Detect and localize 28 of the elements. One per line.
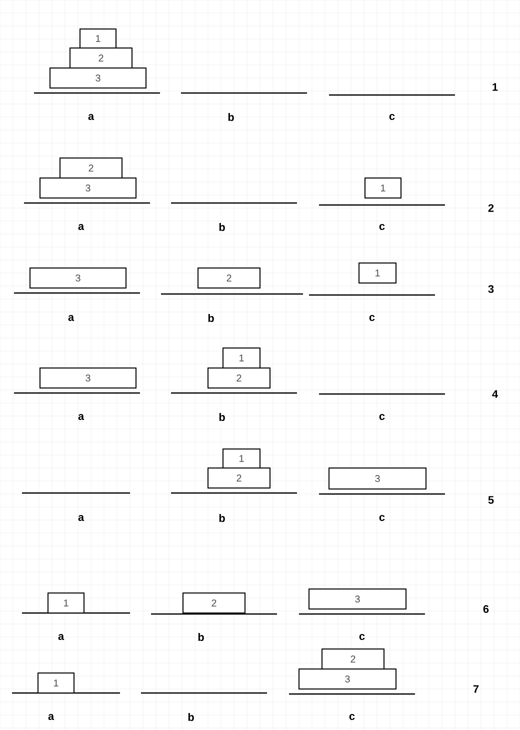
step-number: 7	[473, 685, 479, 693]
peg-label: b	[228, 112, 234, 122]
peg-label: c	[379, 224, 385, 230]
peg-label: c	[389, 114, 395, 120]
peg-label: b	[219, 222, 225, 232]
step-number: 3	[488, 285, 494, 293]
step-number: 5	[488, 496, 494, 504]
peg-label: a	[58, 634, 64, 640]
peg-label: a	[88, 114, 94, 120]
peg-label: a	[48, 714, 54, 720]
peg-label: a	[78, 414, 84, 420]
peg-label: c	[379, 414, 385, 420]
step-number: 2	[488, 204, 494, 212]
peg-label: b	[208, 314, 214, 322]
peg-label: a	[78, 515, 84, 521]
peg-label: b	[188, 712, 194, 722]
step-number: 1	[492, 83, 498, 91]
peg-label: c	[349, 714, 355, 720]
step-number: 6	[483, 605, 489, 613]
peg-label: b	[198, 632, 204, 642]
peg-label: a	[78, 224, 84, 230]
peg-label: c	[379, 515, 385, 521]
peg-label: c	[369, 315, 375, 321]
peg-label: b	[219, 412, 225, 422]
peg-label: c	[359, 634, 365, 640]
peg-label: a	[68, 315, 74, 321]
peg-label: b	[219, 514, 225, 522]
step-number: 4	[492, 390, 498, 398]
